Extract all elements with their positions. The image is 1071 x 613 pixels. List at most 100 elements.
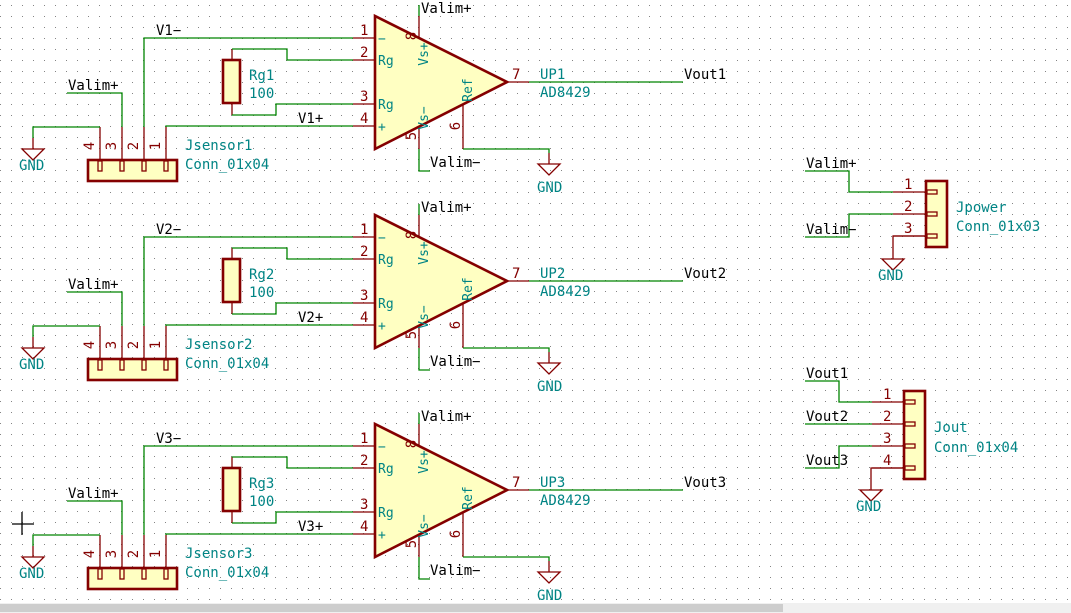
pin-number: 1	[148, 142, 164, 150]
pin-number: 4	[82, 142, 98, 150]
net-label: Valim−	[430, 155, 481, 171]
connector-body[interactable]	[86, 158, 179, 183]
pin-number: 3	[104, 142, 120, 150]
pin-contact	[141, 359, 147, 371]
pin-name: +	[378, 319, 386, 334]
connector-body[interactable]	[86, 566, 179, 591]
ground-triangle	[20, 148, 46, 161]
ground-icon	[880, 248, 906, 271]
net-label: Valim−	[430, 354, 481, 370]
ground-icon	[20, 337, 46, 360]
resistor-body[interactable]	[221, 466, 242, 513]
pin-number: 4	[82, 341, 98, 349]
pin-number: 2	[126, 341, 142, 349]
resistor-body[interactable]	[221, 257, 242, 304]
component-reference: UP3	[540, 475, 565, 491]
horizontal-scrollbar[interactable]	[0, 603, 1071, 613]
component-value: 100	[249, 494, 274, 510]
pin-number: 2	[360, 45, 368, 61]
pin-number: 3	[904, 221, 912, 237]
pin-name: Vs+	[417, 42, 432, 66]
net-label: V1−	[156, 23, 181, 39]
pin-number: 6	[448, 321, 464, 329]
horizontal-scrollbar-thumb[interactable]	[0, 604, 783, 612]
wire	[165, 324, 353, 326]
net-label: V3−	[156, 431, 181, 447]
wire	[143, 445, 353, 535]
net-label: V2+	[298, 310, 323, 326]
channel-2: 1−2Rg3Rg4+78Vs+5Vs−6RefUP2AD8429Vout2Val…	[19, 200, 726, 395]
component-value: Conn_01x04	[934, 440, 1018, 456]
pin-name: Rg	[378, 297, 394, 312]
component-value: Conn_01x03	[956, 219, 1040, 235]
wire	[143, 236, 353, 326]
component-value: Conn_01x04	[185, 157, 269, 173]
ground-icon	[536, 561, 562, 584]
pin-contact	[926, 233, 938, 239]
resistor-body[interactable]	[221, 58, 242, 105]
net-label: Valim+	[68, 277, 119, 293]
pin-number: 8	[404, 231, 420, 239]
amplifier-body[interactable]	[373, 212, 510, 351]
pin-number: 5	[404, 132, 420, 140]
pin-number: 4	[360, 111, 368, 127]
amplifier-body[interactable]	[373, 13, 510, 152]
pin-number: 2	[360, 453, 368, 469]
pin-number: 3	[360, 288, 368, 304]
component-reference: Rg2	[249, 267, 274, 283]
net-label: Valim+	[421, 409, 472, 425]
wire	[463, 347, 550, 352]
connector-body[interactable]	[902, 389, 927, 481]
ground-triangle	[858, 489, 884, 502]
component-reference: Jout	[934, 420, 968, 436]
pin-number: 1	[360, 23, 368, 39]
net-label: Valim+	[68, 78, 119, 94]
component-reference: Jsensor3	[185, 546, 252, 562]
net-label: Vout3	[806, 453, 848, 469]
wire	[32, 534, 100, 546]
ground-label: GND	[856, 499, 881, 515]
pin-number: 3	[883, 431, 891, 447]
pin-contact	[97, 359, 103, 371]
pin-name: Rg	[378, 54, 394, 69]
ground-triangle	[536, 362, 562, 375]
component-reference: Jsensor2	[185, 337, 252, 353]
ground-triangle	[20, 347, 46, 360]
pin-name: Ref	[461, 78, 476, 101]
pin-name: Vs−	[417, 106, 432, 130]
wire	[418, 557, 430, 580]
gnd-pin-line	[870, 467, 904, 479]
amplifier-body[interactable]	[373, 421, 510, 560]
component-value: Conn_01x04	[185, 565, 269, 581]
connector-body[interactable]	[86, 357, 179, 382]
component-value: 100	[249, 285, 274, 301]
pin-contact	[97, 160, 103, 172]
pin-contact	[119, 359, 125, 371]
ground-triangle	[20, 556, 46, 569]
pin-contact	[163, 568, 169, 580]
pin-number: 3	[104, 341, 120, 349]
wire	[67, 500, 123, 535]
ground-label: GND	[878, 268, 903, 284]
wire	[805, 170, 893, 193]
net-label: Vout3	[684, 475, 726, 491]
pin-contact	[97, 568, 103, 580]
pin-name: −	[378, 440, 386, 455]
pin-number: 5	[404, 331, 420, 339]
wire	[418, 348, 430, 371]
ground-icon	[20, 138, 46, 161]
wire	[418, 149, 430, 172]
component-reference: Jsensor1	[185, 138, 252, 154]
